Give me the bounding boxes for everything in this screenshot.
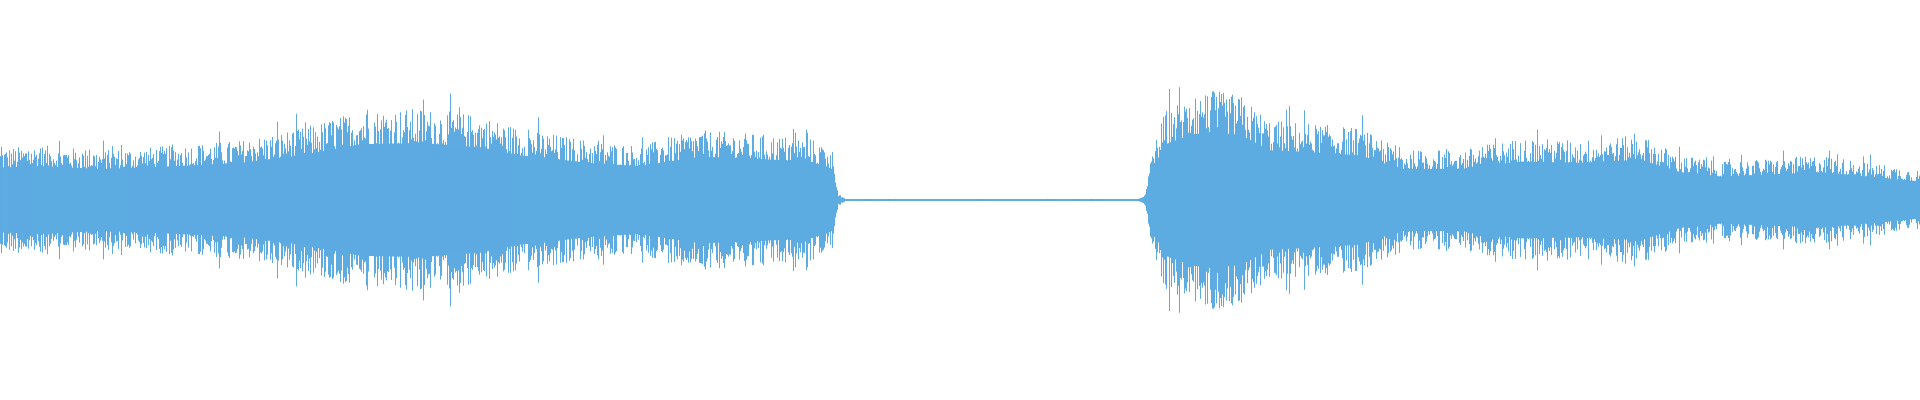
waveform-bars: [0, 87, 1920, 313]
